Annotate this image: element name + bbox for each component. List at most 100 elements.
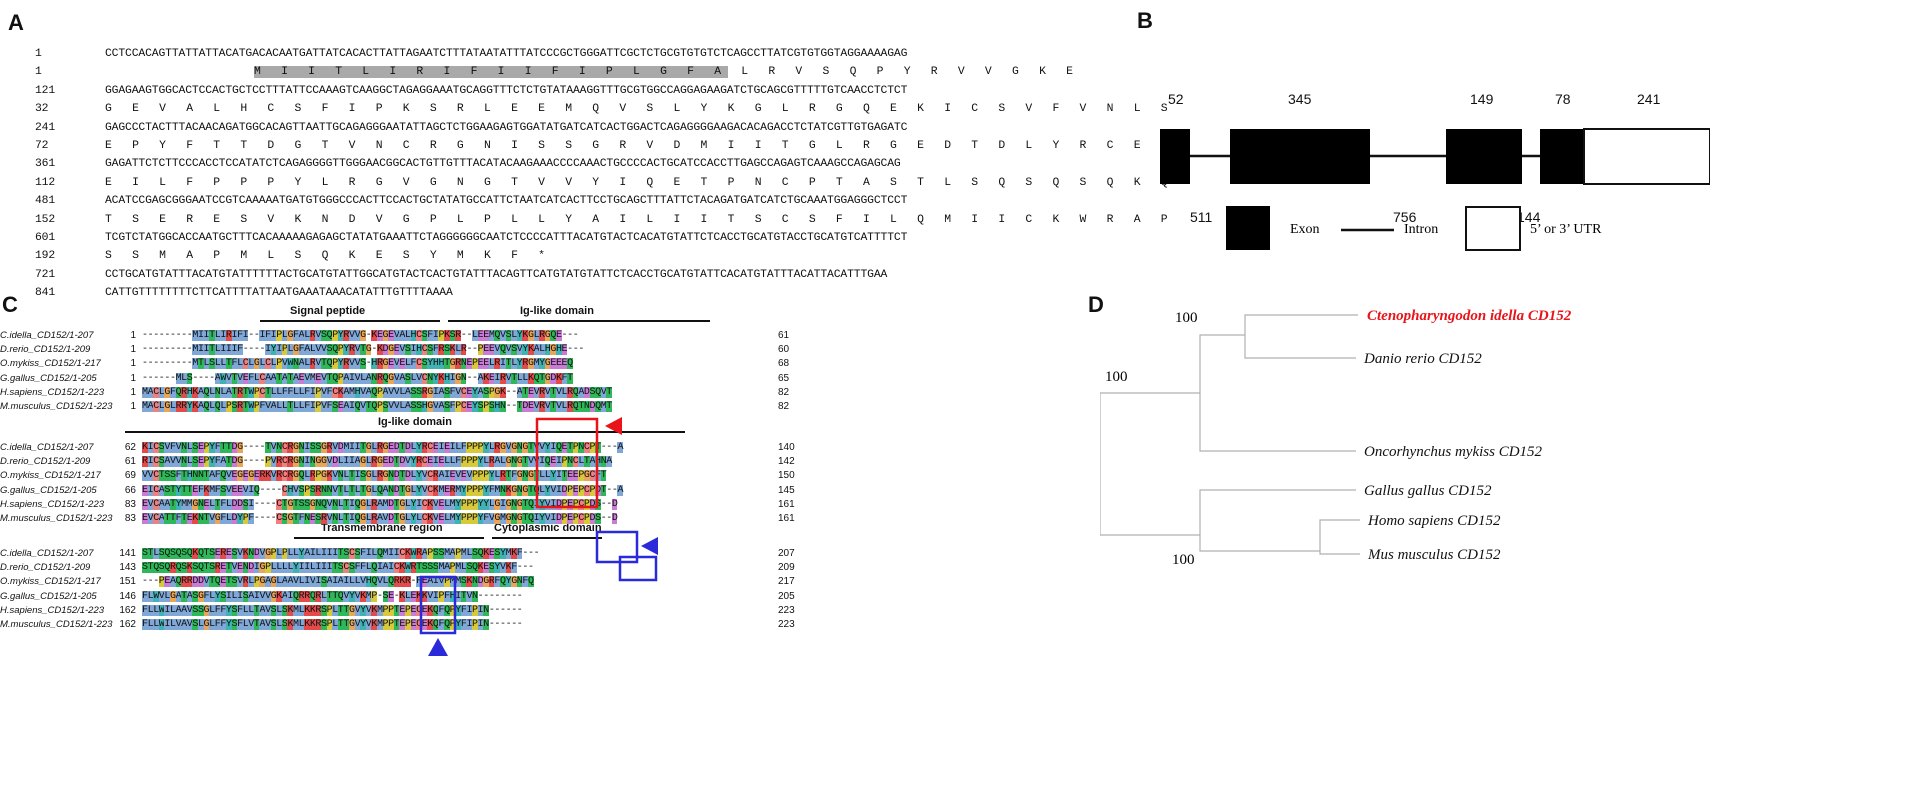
aligned-sequence: FLLWILVAVSLGLFFYSFLVTAVSLSKMLKKRSPLTTGVY… <box>142 619 523 630</box>
seq-text: M I I T L I R I F I I F I P L G F A L R … <box>254 66 1080 79</box>
end-position: 60 <box>778 344 790 356</box>
exon-length-3: 149 <box>1470 91 1494 107</box>
start-position: 69 <box>124 470 136 482</box>
legend-exon-label: Exon <box>1290 222 1320 237</box>
sequence-name: G.gallus_CD152/1-205 <box>0 590 97 602</box>
ig-domain-label-2: Ig-like domain <box>378 416 452 428</box>
aligned-sequence: ---------MIITLIIIF----IYIPLGFALVVSQPYRVT… <box>142 344 584 356</box>
sequence-name: H.sapiens_CD152/1-223 <box>0 498 105 510</box>
start-position: 143 <box>119 562 136 574</box>
sequence-name: M.musculus_CD152/1-223 <box>0 401 113 412</box>
aligned-sequence: ------MLS----AWVTVEFLCAATATAEVMEVTQPAIVL… <box>142 372 573 384</box>
bootstrap-1: 100 <box>1175 310 1198 326</box>
seq-position: 121 <box>35 84 56 97</box>
seq-text: GAGATTCTCTTCCCACCTCCATATCTCAGAGGGGTTGGGA… <box>105 158 901 171</box>
seq-text: CCTCCACAGTTATTATTACATGACACAATGATTATCACAC… <box>105 48 908 60</box>
signal-peptide-line <box>260 320 440 322</box>
sequence-name: D.rerio_CD152/1-209 <box>0 344 91 356</box>
sequence-name: G.gallus_CD152/1-205 <box>0 484 97 496</box>
seq-position: 152 <box>35 213 56 226</box>
end-position: 82 <box>778 401 790 412</box>
start-position: 162 <box>119 619 136 630</box>
gene-structure-diagram: 52 345 149 78 241 511 756 144 <box>1160 91 1711 225</box>
sequence-name: C.idella_CD152/1-207 <box>0 330 94 341</box>
end-position: 161 <box>778 513 795 524</box>
start-position: 1 <box>130 401 136 412</box>
sequence-name: H.sapiens_CD152/1-223 <box>0 386 105 398</box>
seq-text: GGAGAAGTGGCACTCCACTGCTCCTTTATTCCAAAGTCAA… <box>105 84 908 97</box>
signal-peptide-highlight: M I I T L I R I F I I F I P L G F A <box>254 66 728 79</box>
branch-carp <box>1244 314 1358 335</box>
sequence-name: C.idella_CD152/1-207 <box>0 548 94 559</box>
panel-label-b: B <box>1137 8 1153 33</box>
seq-position: 481 <box>35 195 56 208</box>
start-position: 66 <box>124 484 136 496</box>
phylogenetic-tree-panel: 100 100 100 Ctenopharyngodon idella CD15… <box>1099 300 1915 600</box>
seq-position: 1 <box>35 48 42 60</box>
exon-4 <box>1540 129 1584 184</box>
end-position: 223 <box>778 604 795 616</box>
seq-position: 841 <box>35 287 56 300</box>
branch-chicken <box>1199 489 1356 535</box>
utr-box <box>1583 128 1711 185</box>
legend-utr-label: 5’ or 3’ UTR <box>1530 222 1602 237</box>
sequence-name: M.musculus_CD152/1-223 <box>0 619 113 630</box>
utr-length: 241 <box>1637 91 1661 107</box>
aligned-sequence: ---------MTLSLLTFLCLGLCLPVWNALRVTQPYRVVS… <box>142 358 573 370</box>
branch-mouse <box>1319 551 1360 555</box>
start-position: 146 <box>119 590 136 602</box>
blue-arrow-up-icon <box>428 638 448 656</box>
panel-label-a: A <box>8 10 24 35</box>
exon-length-2: 345 <box>1288 91 1312 107</box>
gene-legend: Exon Intron 5’ or 3’ UTR <box>1226 206 1696 266</box>
aligned-sequence: MACLGLRRYKAQLQLPSRTWPFVALLTLLFIPVFSEAIQV… <box>142 401 612 412</box>
seq-position: 72 <box>35 140 49 152</box>
cytoplasmic-line <box>492 537 602 539</box>
aligned-sequence: STQSQRQSKSQTSRETVENDIGPLLLLYIILIIITSCSFF… <box>142 562 534 574</box>
taxon-label: Gallus gallus CD152 <box>1364 483 1492 499</box>
aligned-sequence: ---------MIITLIRIFI--IFIPLGFALRVSQPYRVVG… <box>142 330 579 341</box>
branch-cyprinid <box>1199 334 1245 393</box>
branch-fish-clade <box>1099 392 1200 463</box>
seq-position: 192 <box>35 250 56 263</box>
end-position: 207 <box>778 548 795 559</box>
start-position: 1 <box>130 344 136 356</box>
alignment-row: O.mykiss_CD152/1-217 151 ---PEAQRRDDVTQETS… <box>0 576 1000 590</box>
seq-position: 32 <box>35 103 49 116</box>
legend-intron-label: Intron <box>1404 222 1438 237</box>
cytoplasmic-label: Cytoplasmic domain <box>494 522 602 534</box>
start-position: 151 <box>119 576 136 588</box>
seq-text: T S E R E S V K N D V G P L P L L Y A I … <box>105 213 1175 226</box>
aligned-sequence: FLWVLGATASGFLYSILISAIVVGKAIQRRQRLTTQVYVK… <box>142 590 523 602</box>
intron-length-1: 511 <box>1190 209 1213 225</box>
seq-text: S S M A P M L S Q K E S Y M K F * <box>105 250 552 263</box>
alignment-row: D.rerio_CD152/1-209 1 ---------MIITLIIIF--… <box>0 344 1000 358</box>
gene-structure-panel: 52 345 149 78 241 511 756 144 <box>1150 60 1711 320</box>
aligned-sequence: EVCAATYMMGNELTFLDDSI----CTGTSSGNQVNLTIQG… <box>142 498 618 510</box>
branch-mammal <box>1199 535 1320 552</box>
legend-utr-box <box>1465 206 1521 251</box>
aligned-sequence: EICASTYTTEFKMFSVEEVIQ----CHVSPSRNNVTLTLT… <box>142 484 624 496</box>
aligned-sequence: MACLGFQRHKAQLNLATRTWPCTLLFFLLFIPVFCKAMHV… <box>142 386 612 398</box>
seq-text: E I L F P P P Y L R G V G N G T V V Y I … <box>105 176 1175 189</box>
alignment-row: G.gallus_CD152/1-205 66 EICASTYTTEFKMFSVEE… <box>0 484 1000 499</box>
end-position: 223 <box>778 619 795 630</box>
aligned-sequence: KICSVFVNLSEPYFTTDG----TVNCRGNISSGRVDMIIT… <box>142 442 624 453</box>
alignment-panel: Signal peptide Ig-like domain Ig-like do… <box>0 300 1010 800</box>
taxon-label: Oncorhynchus mykiss CD152 <box>1364 444 1543 460</box>
exon-1 <box>1160 129 1190 184</box>
sequence-name: O.mykiss_CD152/1-217 <box>0 576 101 588</box>
end-position: 68 <box>778 358 790 370</box>
aligned-sequence: ---PEAQRRDDVTQETSVRLPGAGLAAVLIVISAIAILLV… <box>142 576 534 588</box>
bootstrap-3: 100 <box>1172 552 1195 568</box>
taxon-label: Mus musculus CD152 <box>1367 547 1501 563</box>
branch-tetrapod-clade <box>1099 463 1200 536</box>
panel-label-c: C <box>2 292 18 317</box>
transmembrane-line <box>294 537 484 539</box>
sequence-name: M.musculus_CD152/1-223 <box>0 513 113 524</box>
sequence-name: C.idella_CD152/1-207 <box>0 442 94 453</box>
